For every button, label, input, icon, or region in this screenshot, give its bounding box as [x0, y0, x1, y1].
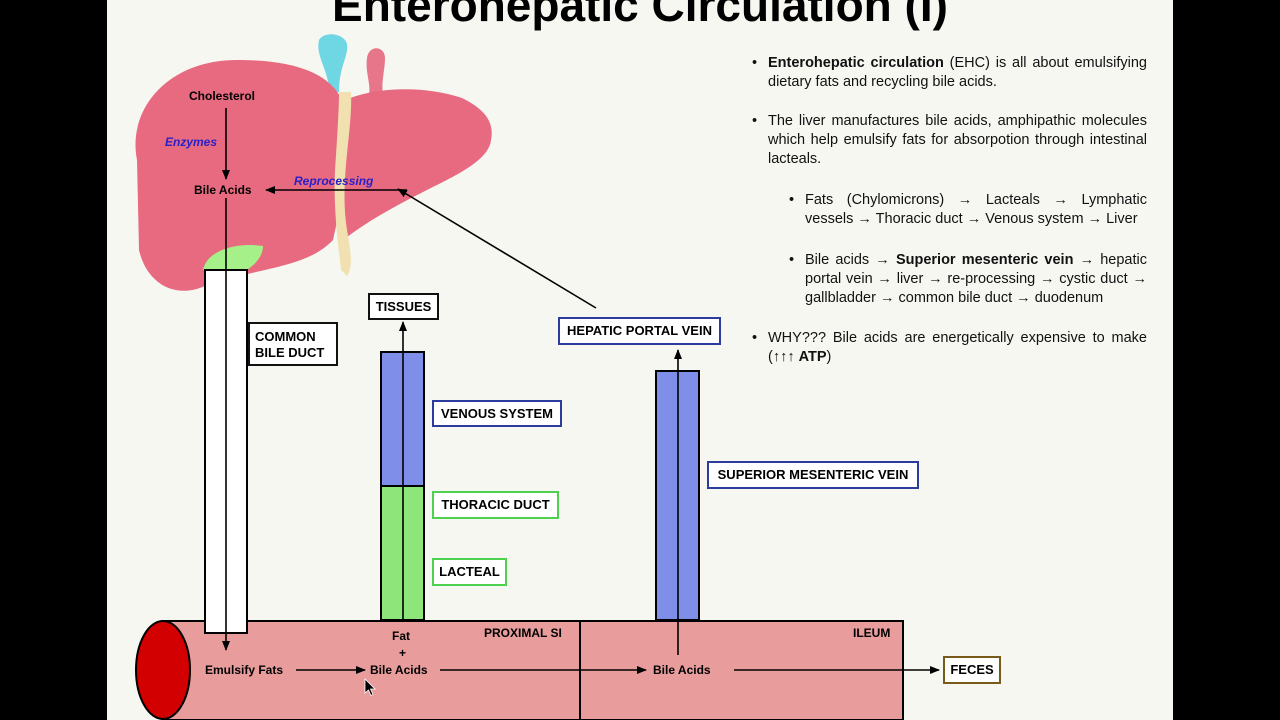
intestine-end — [135, 620, 191, 720]
bile-acids-liver-label: Bile Acids — [194, 183, 252, 197]
lacteal-label: LACTEAL — [432, 558, 507, 586]
bullet-2: The liver manufactures bile acids, amphi… — [752, 112, 1147, 169]
enzymes-label: Enzymes — [165, 135, 218, 149]
bullet-2-sub-2: Bile acids → Superior mesenteric vein → … — [789, 251, 1147, 308]
reprocessing-label: Reprocessing — [294, 174, 374, 188]
bullet-2-sub-1: Fats (Chylomicrons) → Lacteals → Lymphat… — [789, 191, 1147, 229]
bullet-3: WHY??? Bile acids are energetically expe… — [752, 329, 1147, 367]
fat-label: Fat — [392, 629, 410, 643]
hepatic-portal-vein-label: HEPATIC PORTAL VEIN — [558, 317, 721, 345]
diagram-canvas — [135, 34, 940, 720]
tissues-label: TISSUES — [368, 293, 439, 320]
thoracic-duct-label: THORACIC DUCT — [432, 491, 559, 519]
gallbladder — [203, 245, 263, 272]
proximal-si-label: PROXIMAL SI — [484, 626, 562, 640]
liver-left-lobe — [135, 60, 345, 291]
bullet-1: Enterohepatic circulation (EHC) is all a… — [752, 54, 1147, 92]
superior-mesenteric-vein-label: SUPERIOR MESENTERIC VEIN — [707, 461, 919, 489]
blue-vessel — [318, 34, 348, 92]
venous-system-label: VENOUS SYSTEM — [432, 400, 562, 427]
flow-arrows — [222, 108, 940, 674]
bile-acids-intestine-label-1: Bile Acids — [370, 663, 428, 677]
slide: Enterohepatic Circulation (I) Cholestero… — [107, 0, 1173, 720]
bullet-list: Enterohepatic circulation (EHC) is all a… — [752, 54, 1147, 367]
cholesterol-label: Cholesterol — [189, 89, 256, 103]
arrow-portal-to-liver — [397, 188, 597, 309]
slide-title: Enterohepatic Circulation (I) — [332, 0, 948, 31]
ileum-label: ILEUM — [853, 626, 891, 640]
gallbladder-duct — [334, 92, 352, 276]
liver-illustration — [135, 34, 492, 291]
emulsify-fats-label: Emulsify Fats — [205, 663, 284, 677]
liver-right-lobe — [339, 89, 492, 240]
mouse-cursor-icon — [364, 678, 376, 697]
feces-label: FECES — [943, 656, 1001, 684]
pink-vessel — [366, 48, 385, 94]
plus-label: + — [399, 646, 407, 660]
bile-acids-intestine-label-2: Bile Acids — [653, 663, 711, 677]
common-bile-duct-label: COMMON BILE DUCT — [248, 322, 338, 366]
